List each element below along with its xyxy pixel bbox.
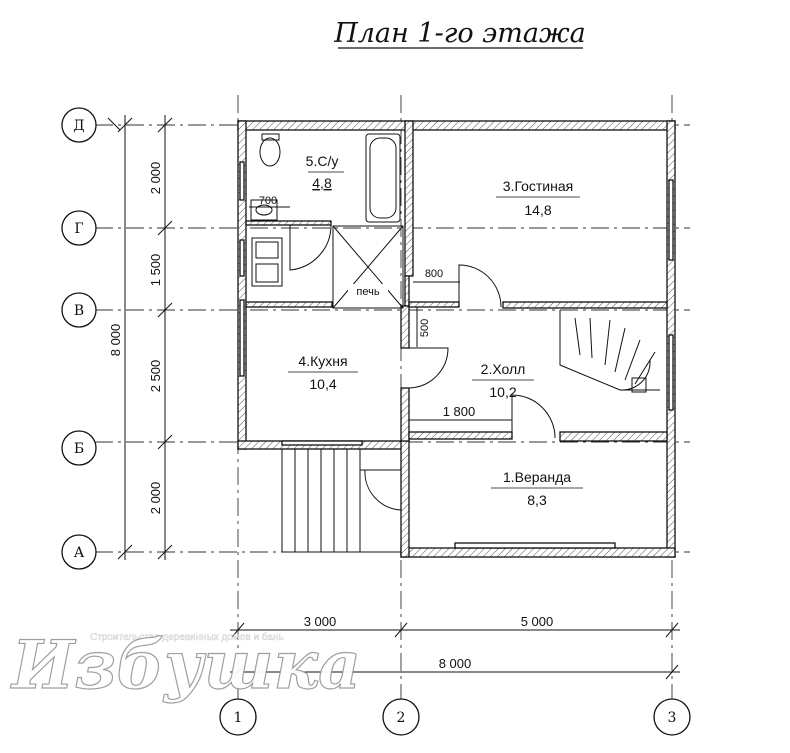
axis-grid [95,95,690,700]
stove: печь [332,225,404,309]
axis-label-g: Г [74,221,83,237]
dim-left-4: 2 000 [148,482,163,515]
dim-800: 800 [425,268,443,280]
watermark-name: Избушка [10,626,361,704]
axis-label-1: 1 [234,710,243,726]
dim-left-2: 1 500 [148,254,163,287]
dim-left-3: 2 500 [148,360,163,393]
axis-label-a: А [74,545,85,561]
axis-label-d: Д [73,118,84,134]
axis-label-b: Б [74,441,84,457]
left-dimensions: 2 000 1 500 2 500 2 000 8 000 [107,115,173,560]
dim-left-1: 2 000 [148,162,163,195]
room-area-living: 14,8 [524,202,551,218]
axis-label-2: 2 [397,710,406,726]
stove-label: печь [356,286,379,298]
dim-bottom-1: 3 000 [304,614,337,629]
room-area-hall: 10,2 [489,384,516,400]
left-axis-markers: Д Г В Б А [61,107,97,570]
porch-steps [281,448,402,553]
dim-700: 700 [259,195,277,207]
room-name-kitchen: 4.Кухня [298,353,347,369]
room-name-veranda: 1.Веранда [503,469,571,485]
inner-walls [245,120,668,442]
dim-1800: 1 800 [443,404,476,419]
hall-staircase [559,310,660,393]
room-area-veranda: 8,3 [527,492,547,508]
room-labels: 5.С/у 4,8 3.Гостиная 14,8 4.Кухня 10,4 2… [288,153,583,508]
dim-bottom-2: 5 000 [521,614,554,629]
outer-walls [237,120,676,558]
room-area-bathroom: 4,8 [312,175,332,191]
plan-title: План 1-го этажа [333,18,586,49]
dim-left-total: 8 000 [108,324,123,357]
watermark-tagline: Строительство деревянных домов и бань [90,631,284,643]
inner-dimensions: 700 800 500 1 800 [249,195,512,421]
dim-bottom-total: 8 000 [439,656,472,671]
dim-500: 500 [419,319,431,337]
kitchen-fixtures [251,237,283,287]
windows [239,161,674,549]
room-name-hall: 2.Холл [481,361,526,377]
room-area-kitchen: 10,4 [309,376,336,392]
bottom-axis-markers: 1 2 3 [219,698,691,736]
room-name-bathroom: 5.С/у [306,153,339,169]
doors [289,224,556,511]
bathroom-fixtures [250,133,401,223]
axis-label-3: 3 [668,710,677,726]
bottom-dimensions: 3 000 5 000 8 000 [230,614,680,680]
room-name-living: 3.Гостиная [503,178,573,194]
axis-label-v: В [74,303,84,319]
watermark-logo: Строительство деревянных домов и бань Из… [9,625,361,704]
